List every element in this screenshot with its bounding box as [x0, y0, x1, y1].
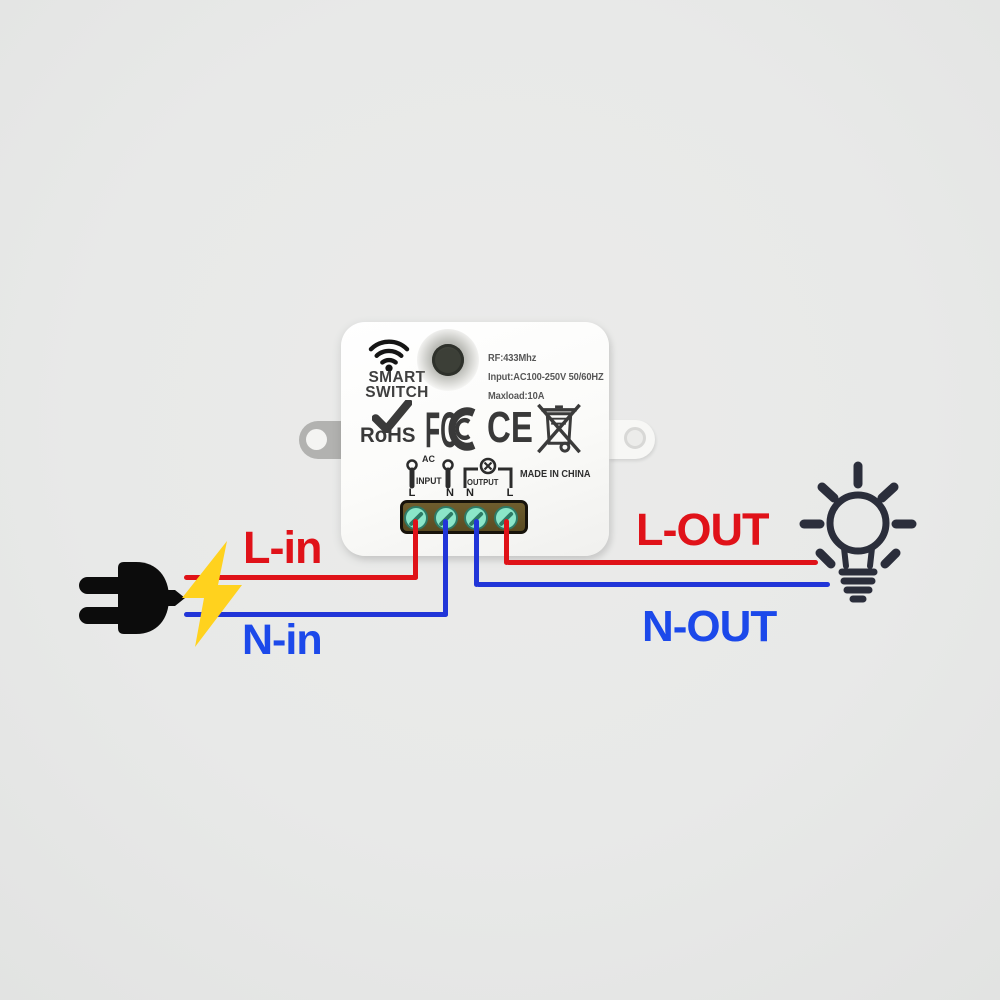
rohs-label: RoHS	[360, 424, 416, 447]
terminal-letter-l-out: L	[506, 487, 514, 499]
light-bulb-icon	[799, 461, 917, 603]
terminal-pin-icon	[442, 459, 454, 489]
crossed-out-bin-icon	[537, 403, 581, 454]
wire-l-out-horizontal	[506, 560, 818, 565]
wire-n-out-vertical	[474, 519, 479, 587]
wire-l-in-vertical	[413, 519, 418, 580]
made-in-label: MADE IN CHINA	[520, 469, 591, 480]
terminal-letter-l-in: L	[408, 487, 416, 499]
screw-hole-icon	[624, 427, 646, 449]
output-label: OUTPUT	[467, 477, 499, 487]
spec-input: Input:AC100-250V 50/60HZ	[488, 372, 604, 383]
mounting-ear-left	[299, 421, 342, 459]
wifi-icon	[368, 339, 410, 371]
brand-line1: SMART	[368, 369, 426, 386]
spec-maxload: Maxload:10A	[488, 391, 545, 402]
smart-switch-device: SMART SWITCH RF:433Mhz Input:AC100-250V …	[341, 322, 609, 556]
wire-l-in-horizontal	[184, 575, 418, 580]
wire-l-out-vertical	[504, 519, 509, 565]
input-label: INPUT	[416, 476, 442, 487]
terminal-screw-icon	[404, 506, 428, 530]
pairing-button-core	[432, 344, 464, 376]
label-n-in: N-in	[242, 616, 323, 664]
terminal-letter-n-out: N	[466, 487, 474, 499]
lightning-bolt-icon	[182, 541, 242, 647]
terminal-pin-icon	[406, 459, 418, 489]
ac-label: AC	[422, 454, 435, 464]
wire-n-in-horizontal	[184, 612, 448, 617]
spec-text: RF:433Mhz Input:AC100-250V 50/60HZ Maxlo…	[488, 349, 604, 406]
label-n-out: N-OUT	[642, 602, 777, 651]
power-plug-icon	[79, 562, 185, 634]
fcc-logo: FC	[425, 405, 476, 453]
brand-text: SMART SWITCH	[353, 369, 441, 401]
screw-hole-icon	[306, 429, 327, 450]
lamp-circle-icon	[463, 457, 513, 488]
checkmark-icon	[372, 400, 412, 433]
spec-rf: RF:433Mhz	[488, 353, 537, 364]
mounting-ear-right	[609, 420, 655, 459]
label-l-out: L-OUT	[636, 504, 769, 555]
ce-mark: CE	[487, 403, 533, 452]
terminal-letter-n-in: N	[446, 487, 454, 499]
brand-line2: SWITCH	[365, 384, 429, 401]
label-l-in: L-in	[243, 522, 322, 573]
wire-n-out-horizontal	[476, 582, 830, 587]
wire-n-in-vertical	[443, 519, 448, 617]
